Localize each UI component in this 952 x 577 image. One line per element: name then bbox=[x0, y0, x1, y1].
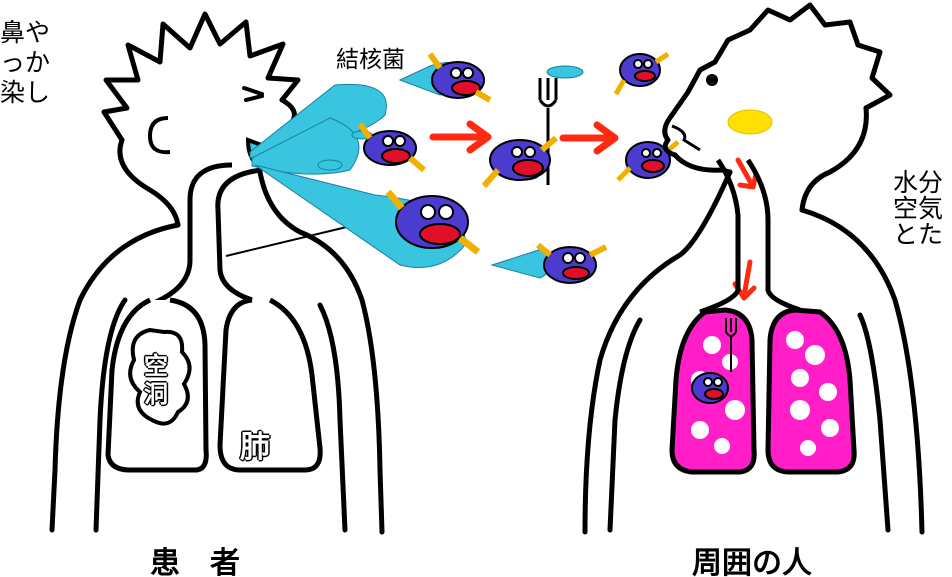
cavity-label-1: 空 bbox=[144, 352, 168, 380]
other-cheek bbox=[728, 110, 772, 134]
cavity-label-2: 洞 bbox=[144, 380, 168, 408]
patient-lung-right bbox=[220, 300, 320, 470]
right-note-line-2: 空気 bbox=[893, 196, 943, 222]
lung-label: 肺 bbox=[240, 422, 270, 466]
patient-eye bbox=[244, 88, 262, 100]
patient-trachea bbox=[140, 165, 262, 310]
bacteria-label: 結核菌 bbox=[336, 40, 405, 74]
others-label: 周囲の人 bbox=[692, 538, 812, 577]
other-eye bbox=[706, 74, 718, 86]
patient-label: 患 者 bbox=[150, 538, 240, 577]
right-note-line-1: 水分 bbox=[893, 170, 943, 196]
inhaled-germ bbox=[692, 373, 728, 403]
patient-ear bbox=[150, 118, 170, 152]
left-note-line-1: 鼻や bbox=[0, 18, 50, 48]
left-note-line-3: 染し bbox=[0, 78, 50, 108]
left-note-line-2: っか bbox=[0, 48, 50, 78]
leader-line bbox=[226, 225, 355, 256]
right-note-line-3: とた bbox=[893, 222, 943, 248]
